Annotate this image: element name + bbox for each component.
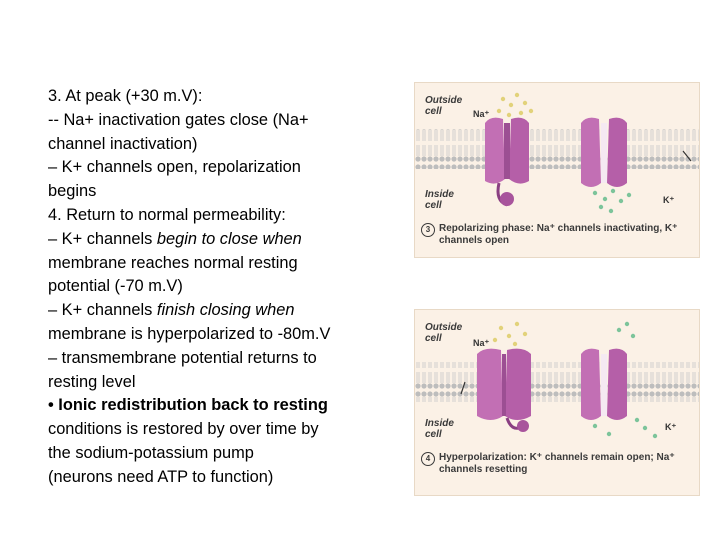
k-label: K⁺	[663, 195, 675, 205]
figure-repolarizing-phase: Outside cell Na⁺ Inside cell K⁺ 3 Repolar…	[414, 82, 700, 258]
text-segment-italic: finish closing when	[156, 301, 295, 320]
channel-diagram	[415, 92, 699, 214]
lipid-bilayer	[415, 129, 699, 169]
inside-cell-label: Inside cell	[425, 418, 454, 440]
text-segment-italic: begin to close when	[156, 229, 302, 248]
k-channel	[581, 117, 627, 187]
k-label: K⁺	[665, 422, 677, 432]
text-line: (neurons need ATP to function)	[48, 467, 274, 486]
na-label: Na⁺	[473, 338, 490, 348]
text-line: conditions is restored by over time by	[48, 420, 319, 439]
text-line: potential (-70 m.V)	[48, 277, 183, 296]
outside-cell-label: Outside cell	[425, 322, 463, 344]
k-ions	[592, 321, 658, 439]
k-ions	[592, 188, 632, 214]
text-line: – K+ channels begin to close when	[48, 228, 398, 252]
outside-cell-label: Outside cell	[425, 95, 463, 117]
figure-hyperpolarization: Outside cell Na⁺ Inside cell K⁺ 4 Hyperpo…	[414, 309, 700, 496]
text-segment: – K+ channels	[48, 229, 157, 248]
text-line: membrane is hyperpolarized to -80m.V	[48, 324, 331, 343]
text-line: -- Na+ inactivation gates close (Na+	[48, 110, 309, 129]
step-number: 3	[421, 223, 435, 237]
lipid-bilayer	[415, 362, 699, 402]
na-label: Na⁺	[473, 109, 490, 119]
step-number: 4	[421, 452, 435, 466]
text-line-bold: • Ionic redistribution back to resting	[48, 396, 328, 415]
channel-diagram	[415, 321, 699, 439]
na-channel	[485, 117, 529, 207]
text-line: – transmembrane potential returns to	[48, 348, 317, 367]
text-line: channel inactivation)	[48, 134, 198, 153]
k-channel	[581, 348, 627, 420]
text-line: resting level	[48, 372, 136, 391]
text-line: – K+ channels open, repolarization	[48, 158, 301, 177]
text-line: begins	[48, 182, 97, 201]
caption-text: Hyperpolarization: K⁺ channels remain op…	[439, 452, 675, 475]
caption-text: Repolarizing phase: Na⁺ channels inactiv…	[439, 223, 678, 246]
body-text: 3. At peak (+30 m.V): -- Na+ inactivatio…	[48, 85, 398, 490]
text-line: – K+ channels finish closing when	[48, 299, 398, 323]
arrow-icon	[460, 381, 466, 395]
figure-caption: 4 Hyperpolarization: K⁺ channels remain o…	[421, 452, 693, 476]
text-line: the sodium-potassium pump	[48, 443, 254, 462]
na-ions	[492, 321, 528, 347]
text-line: 4. Return to normal permeability:	[48, 205, 286, 224]
na-channel	[477, 348, 531, 432]
inside-cell-label: Inside cell	[425, 189, 454, 211]
text-line: membrane reaches normal resting	[48, 253, 298, 272]
figure-caption: 3 Repolarizing phase: Na⁺ channels inacti…	[421, 223, 693, 247]
text-line: 3. At peak (+30 m.V):	[48, 87, 203, 105]
na-ions	[496, 92, 534, 118]
text-segment: – K+ channels	[48, 301, 157, 320]
arrow-icon	[682, 150, 692, 162]
